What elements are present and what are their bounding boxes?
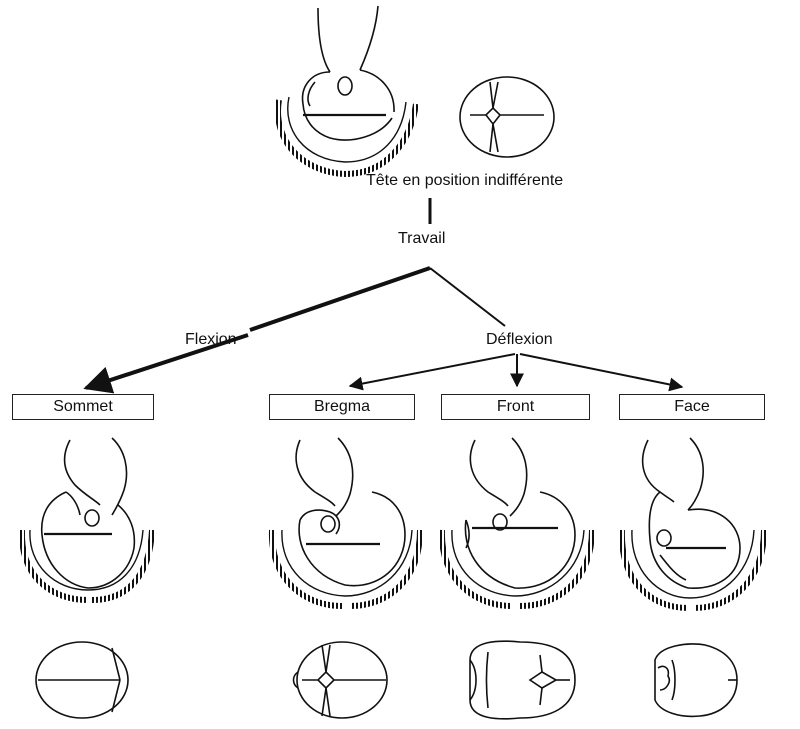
branch-flexion — [249, 266, 431, 332]
face-head-illustration — [618, 437, 767, 611]
front-skull-view — [469, 640, 576, 720]
arrow-face — [519, 353, 684, 392]
bregma-head-illustration — [268, 437, 423, 609]
face-skull-view — [654, 643, 738, 718]
front-head-illustration — [438, 437, 595, 609]
top-skull-view — [459, 76, 555, 158]
sommet-skull-view — [35, 641, 129, 719]
sommet-head-illustration — [18, 437, 155, 603]
flexion-label: Flexion — [185, 331, 237, 348]
labor-label: Travail — [398, 230, 446, 247]
box-sommet: Sommet — [12, 394, 154, 420]
arrow-bregma — [348, 353, 516, 391]
box-face: Face — [619, 394, 765, 420]
bregma-skull-view — [292, 641, 388, 719]
box-bregma: Bregma — [269, 394, 415, 420]
branch-deflexion — [429, 267, 506, 327]
start-label: Tête en position indifférente — [366, 172, 564, 189]
arrow-sommet — [83, 333, 249, 394]
box-front: Front — [441, 394, 590, 420]
top-head-illustration — [275, 5, 419, 178]
deflexion-label: Déflexion — [486, 331, 553, 348]
